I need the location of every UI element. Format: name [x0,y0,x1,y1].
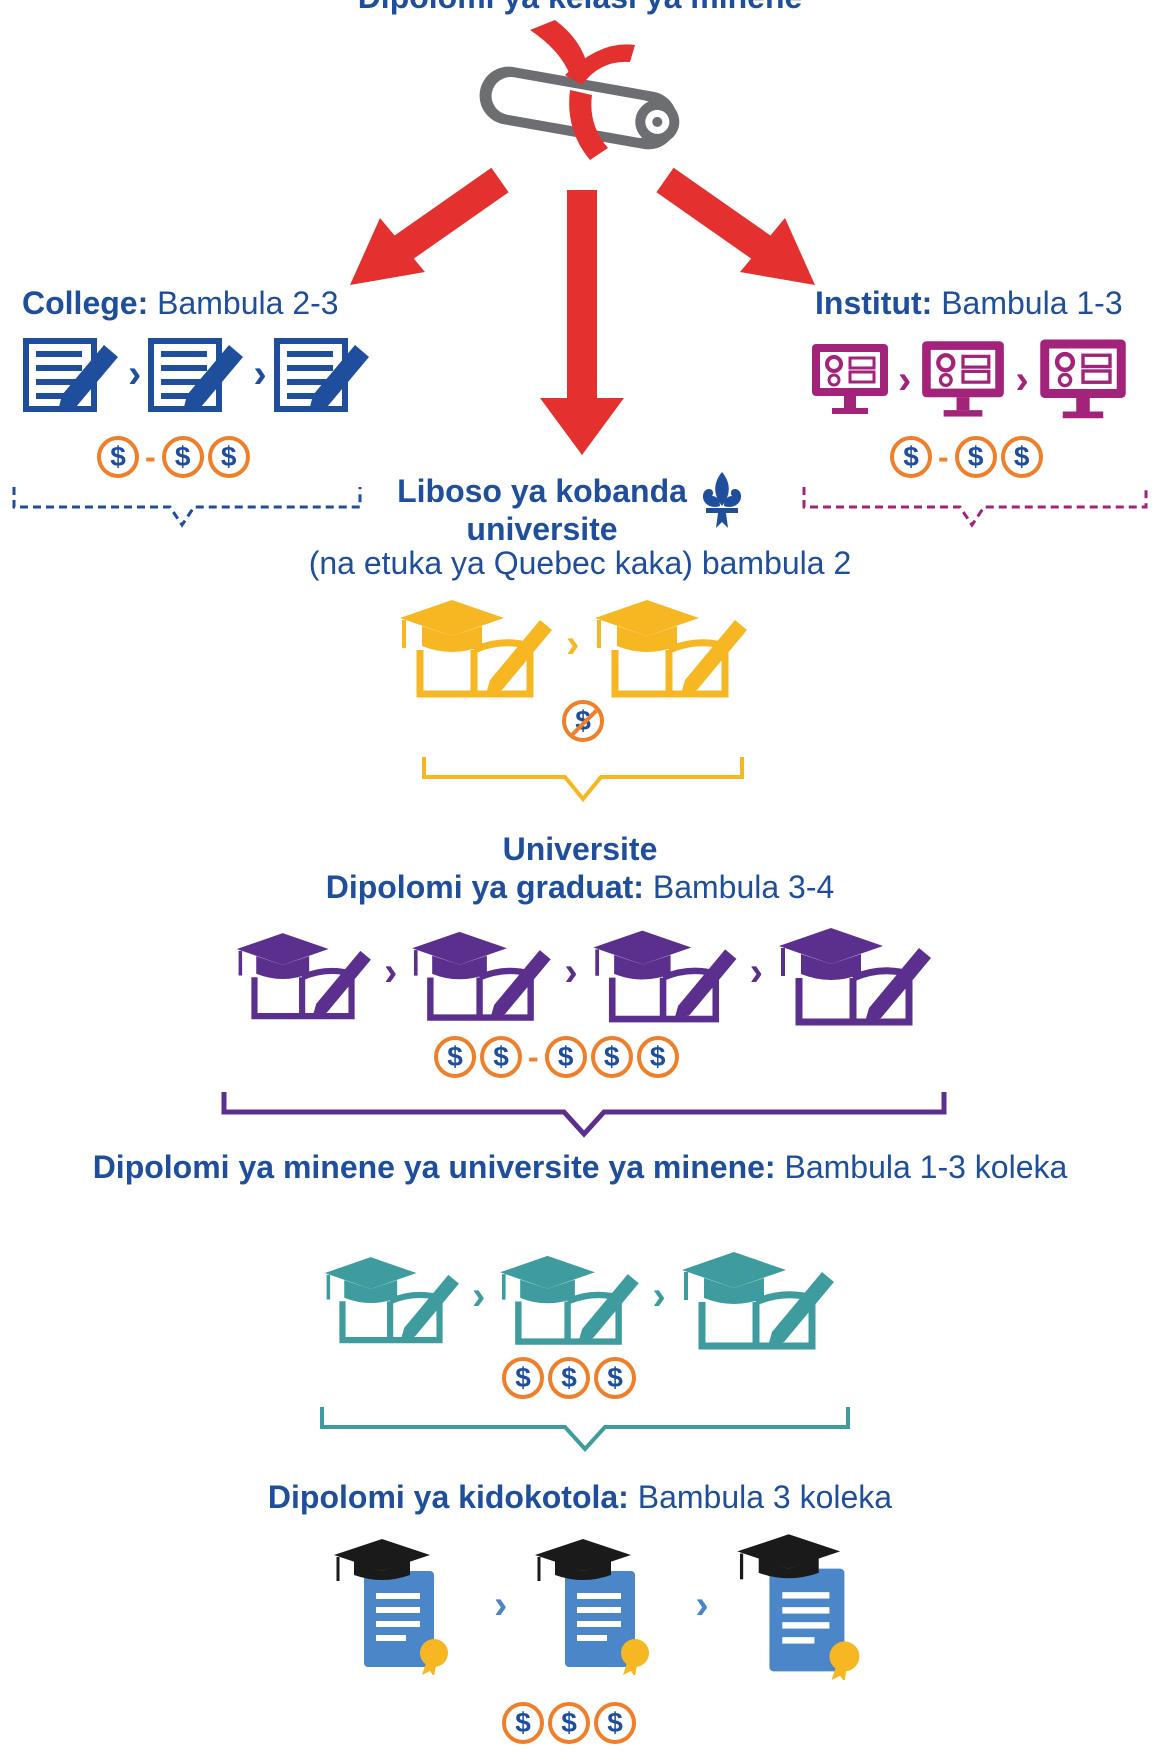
institut-duration: Bambula 1-3 [941,285,1123,321]
graduation-cap-book-icon [681,1252,834,1350]
cost-range-dash: - [938,438,949,475]
chevron-icon: › [1015,357,1029,402]
dollar-coin-icon: $ [502,1357,544,1399]
university-bracket [221,1092,947,1138]
dollar-coin-icon: $ [544,1036,587,1078]
masters-bracket [320,1407,850,1452]
institut-icons: › › [808,335,1131,425]
certificate-graduation-icon [736,1534,860,1680]
chevron-icon: › [128,351,142,396]
computer-gears-icon [1039,339,1126,419]
no-cost-icon: $ [562,700,604,742]
graduation-cap-book-icon [595,600,748,698]
masters-cost: $ $ $ [500,1357,638,1399]
institut-title: Institut: [815,285,933,321]
masters-icons: › › [316,1242,842,1350]
dollar-coin-icon: $ [594,1357,636,1399]
institut-cost: $ - $ $ [888,436,1045,478]
dollar-coin-icon: $ [590,1036,633,1078]
computer-gears-icon [812,344,888,414]
edit-document-icon [273,338,369,412]
dollar-coin-icon: $ [502,1702,544,1744]
pre-university-cost: $ [560,700,606,742]
top-title: Dipolomi ya kelasi ya minene [0,0,1160,16]
cost-range-dash: - [528,1038,539,1075]
college-icons: › › [22,335,373,413]
university-heading: Universite [502,831,658,867]
pre-university-subtitle: (na etuka ya Quebec kaka) bambula 2 [308,545,852,581]
chevron-icon: › [898,357,912,402]
university-label: Dipolomi ya graduat: Bambula 3-4 [0,868,1160,906]
edit-document-icon [23,338,118,412]
masters-title: Dipolomi ya minene ya universite ya mine… [92,1149,776,1185]
graduation-cap-book-icon [400,600,552,698]
graduation-cap-book-icon [324,1257,459,1344]
doctorate-title: Dipolomi ya kidokotola: [267,1479,629,1515]
institut-bracket [802,487,1148,528]
chevron-icon: › [652,1273,666,1318]
dollar-coin-icon: $ [594,1702,636,1744]
graduation-cap-book-icon [500,1255,640,1345]
graduation-cap-book-icon [412,931,552,1021]
certificate-graduation-icon [535,1539,650,1675]
cost-range-dash: - [145,438,156,475]
doctorate-icons: › › [330,1530,883,1680]
computer-gears-icon [922,341,1005,417]
edit-document-icon [148,338,244,412]
graduation-cap-book-icon [778,928,931,1026]
dollar-coin-icon: $ [636,1036,679,1078]
university-duration: Bambula 3-4 [652,869,835,905]
arrows [350,167,815,455]
pre-university-title: Liboso ya kobanda universite [397,473,687,547]
masters-duration: Bambula 1-3 koleka [784,1149,1068,1185]
graduation-cap-book-icon [236,933,371,1020]
dollar-coin-icon: $ [97,436,139,478]
chevron-icon: › [695,1582,709,1627]
dollar-coin-icon: $ [161,436,204,478]
pre-university-bracket [422,757,744,803]
college-cost: $ - $ $ [95,436,252,478]
university-title: Dipolomi ya graduat: [325,869,644,905]
college-bracket [12,487,362,528]
doctorate-duration: Bambula 3 koleka [637,1479,893,1515]
doctorate-cost: $ $ $ [500,1702,638,1744]
pre-university-title-line1: Liboso ya kobanda universite [372,472,712,548]
chevron-icon: › [564,949,578,994]
dollar-coin-icon: $ [548,1357,590,1399]
diploma-scroll-icon [470,20,700,170]
masters-label: Dipolomi ya minene ya universite ya mine… [0,1148,1160,1186]
college-label: College: Bambula 2-3 [22,284,339,322]
certificate-graduation-icon [334,1539,448,1675]
dollar-coin-icon: $ [1000,436,1043,478]
chevron-icon: › [384,949,398,994]
college-duration: Bambula 2-3 [157,285,339,321]
dollar-coin-icon: $ [207,436,250,478]
dollar-coin-icon: $ [954,436,997,478]
dollar-coin-icon: $ [480,1036,522,1078]
institut-label: Institut: Bambula 1-3 [815,284,1123,322]
doctorate-label: Dipolomi ya kidokotola: Bambula 3 koleka [0,1478,1160,1516]
chevron-icon: › [494,1582,508,1627]
pre-university-icons: › [390,590,755,698]
dollar-coin-icon: $ [434,1036,476,1078]
dollar-coin-icon: $ [548,1702,590,1744]
college-title: College: [22,285,149,321]
chevron-icon: › [749,949,763,994]
university-cost: $ $ - $ $ $ [432,1036,681,1078]
chevron-icon: › [566,621,580,666]
chevron-icon: › [472,1273,486,1318]
dollar-coin-icon: $ [890,436,932,478]
chevron-icon: › [253,351,267,396]
university-icons: › › › [228,918,939,1026]
graduation-cap-book-icon [593,930,737,1023]
fleur-de-lis-icon [702,472,742,528]
